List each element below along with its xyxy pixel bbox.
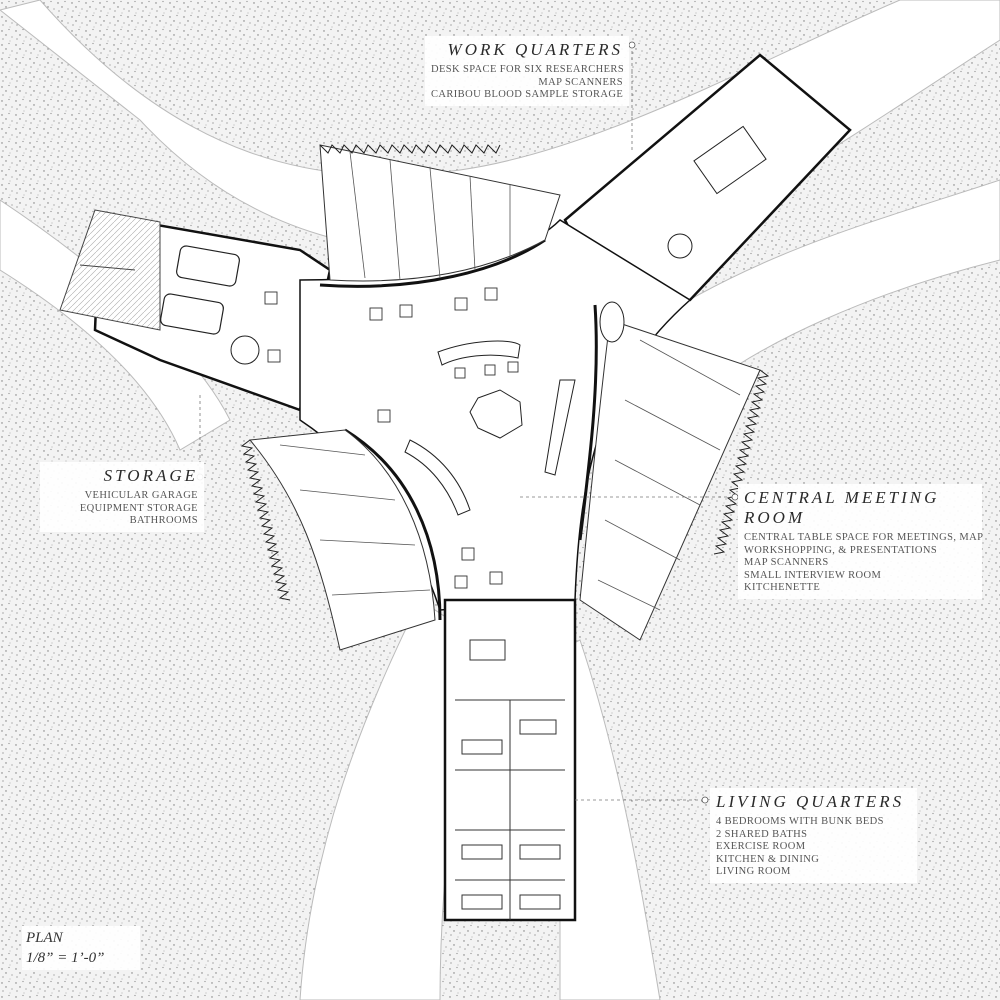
ramp-arrow-icon <box>79 264 136 271</box>
storage-title: STORAGE <box>103 466 198 485</box>
garage-ramp <box>59 209 161 331</box>
central-meeting-room-line: WORKSHOPPING, & PRESENTATIONS <box>744 544 938 556</box>
central-meeting-room-title: CENTRAL MEETING ROOM <box>744 488 940 527</box>
living-quarters-line: 4 BEDROOMS WITH BUNK BEDS <box>716 816 884 827</box>
chairs <box>264 287 519 589</box>
storage-line: EQUIPMENT STORAGE <box>79 502 198 514</box>
work-quarters-title: WORK QUARTERS <box>447 40 623 59</box>
central-meeting-room-annotation: CENTRAL MEETING ROOM CENTRAL TABLE SPACE… <box>738 484 984 599</box>
curved-walls <box>319 238 598 621</box>
storage-line: BATHROOMS <box>129 515 198 526</box>
scale-ratio: 1/8” = 1’-0” <box>26 950 105 966</box>
work-quarters-line: CARIBOU BLOOD SAMPLE STORAGE <box>431 89 624 100</box>
storage-line: VEHICULAR GARAGE <box>84 490 198 501</box>
work-quarters-line: DESK SPACE FOR SIX RESEARCHERS <box>431 64 625 75</box>
central-meeting-room-line: MAP SCANNERS <box>744 557 829 568</box>
living-quarters-line: LIVING ROOM <box>716 866 791 877</box>
central-meeting-room-line: SMALL INTERVIEW ROOM <box>744 569 882 581</box>
terrace-lines <box>279 151 741 611</box>
vehicles <box>160 245 240 335</box>
meeting-furniture <box>230 125 767 516</box>
living-interior <box>455 639 565 920</box>
scale-legend: PLAN 1/8” = 1’-0” <box>22 926 140 970</box>
central-meeting-room-line: KITCHENETTE <box>744 582 821 593</box>
living-quarters-line: EXERCISE ROOM <box>716 841 806 852</box>
serrated-edges <box>240 144 770 601</box>
leader-lines <box>199 45 735 801</box>
scale-title: PLAN <box>26 930 63 946</box>
work-quarters-annotation: WORK QUARTERS DESK SPACE FOR SIX RESEARC… <box>425 36 629 106</box>
living-quarters-line: KITCHEN & DINING <box>716 853 820 865</box>
central-meeting-room-line: CENTRAL TABLE SPACE FOR MEETINGS, MAP <box>744 532 984 543</box>
living-quarters-line: 2 SHARED BATHS <box>716 828 808 840</box>
living-quarters-title: LIVING QUARTERS <box>716 792 905 811</box>
storage-annotation: STORAGE VEHICULAR GARAGE EQUIPMENT STORA… <box>40 462 204 532</box>
living-quarters-annotation: LIVING QUARTERS 4 BEDROOMS WITH BUNK BED… <box>710 788 917 883</box>
work-quarters-line: MAP SCANNERS <box>538 76 623 88</box>
